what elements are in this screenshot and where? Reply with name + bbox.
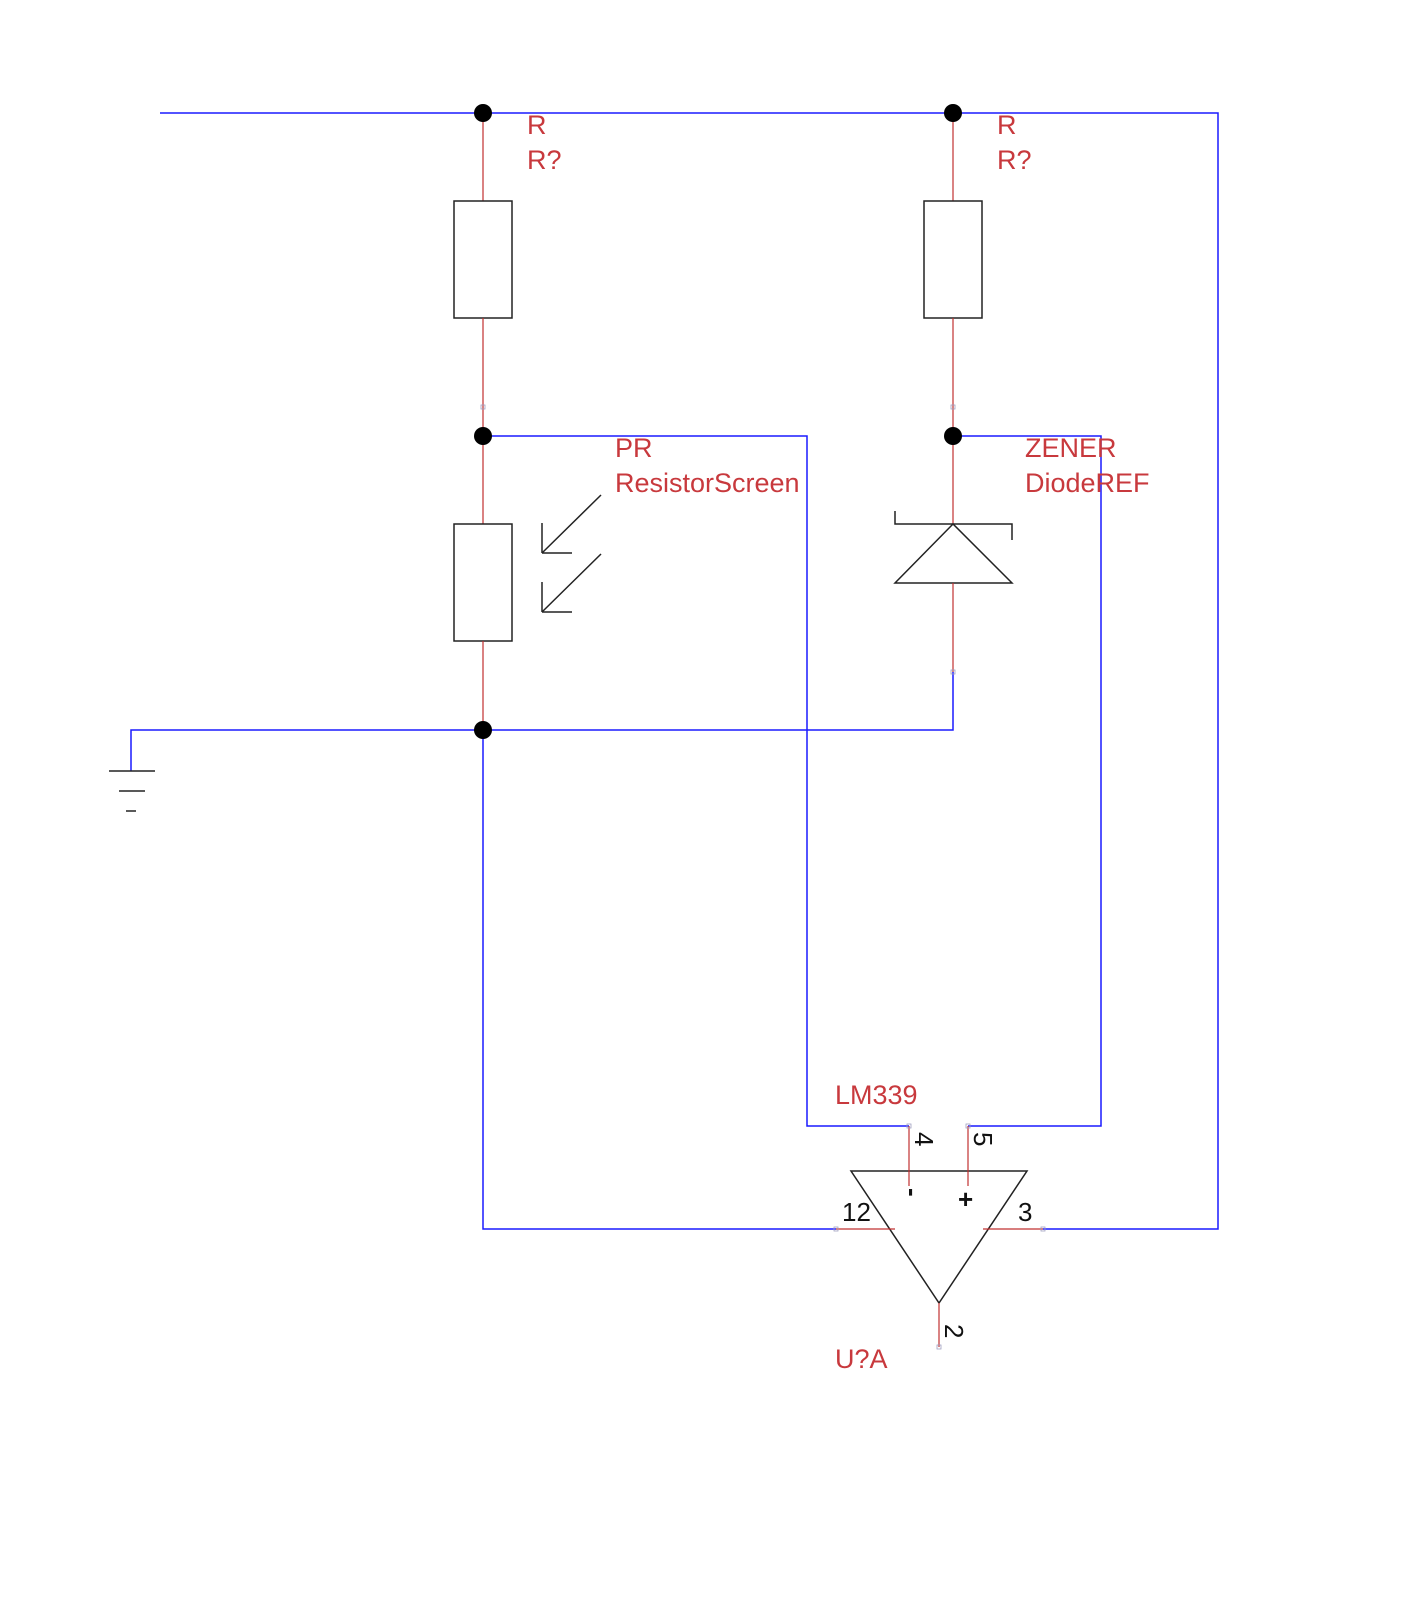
- zener-ref-label: DiodeREF: [1025, 468, 1150, 498]
- r1-ref-label: R?: [527, 145, 562, 175]
- wire-ground-to-pin12[interactable]: [482, 730, 836, 1230]
- r1-value-label: R: [527, 110, 547, 140]
- resistor-icon: [923, 200, 983, 319]
- pin-number-12: 12: [842, 1197, 871, 1227]
- wire-ground-net[interactable]: [130, 672, 954, 771]
- pin-number-4: 4: [909, 1132, 939, 1146]
- resistor-r1[interactable]: [453, 113, 513, 436]
- pin-number-5: 5: [968, 1132, 998, 1146]
- junction-dot: [474, 721, 492, 739]
- junctions: [474, 104, 962, 739]
- junction-dot: [944, 104, 962, 122]
- zener-value-label: ZENER: [1025, 433, 1117, 463]
- junction-dot: [474, 104, 492, 122]
- r2-ref-label: R?: [997, 145, 1032, 175]
- plus-sign: +: [958, 1184, 973, 1214]
- junction-dot: [474, 427, 492, 445]
- comparator-value-label: LM339: [835, 1080, 918, 1110]
- comparator-icon: [849, 1170, 1029, 1305]
- resistor-icon: [453, 200, 513, 319]
- junction-dot: [944, 427, 962, 445]
- comparator[interactable]: [833, 1123, 1046, 1350]
- pin-number-3: 3: [1018, 1197, 1032, 1227]
- photoresistor[interactable]: [453, 436, 602, 730]
- ground-icon[interactable]: [109, 770, 155, 812]
- comparator-ref-label: U?A: [835, 1344, 888, 1374]
- zener-diode[interactable]: [893, 436, 1014, 675]
- resistor-r2[interactable]: [923, 113, 983, 436]
- wire-ref-to-pin5[interactable]: [953, 435, 1102, 1127]
- pin-number-2: 2: [939, 1324, 969, 1338]
- minus-sign: -: [898, 1188, 928, 1197]
- pr-ref-label: ResistorScreen: [615, 468, 800, 498]
- wire-supply-rail[interactable]: [160, 112, 1219, 1230]
- pr-value-label: PR: [615, 433, 653, 463]
- r2-value-label: R: [997, 110, 1017, 140]
- wire-sensor-to-pin4[interactable]: [483, 435, 909, 1127]
- wires: [130, 112, 1219, 1230]
- light-arrows-icon: [541, 494, 602, 613]
- resistor-icon: [453, 523, 513, 642]
